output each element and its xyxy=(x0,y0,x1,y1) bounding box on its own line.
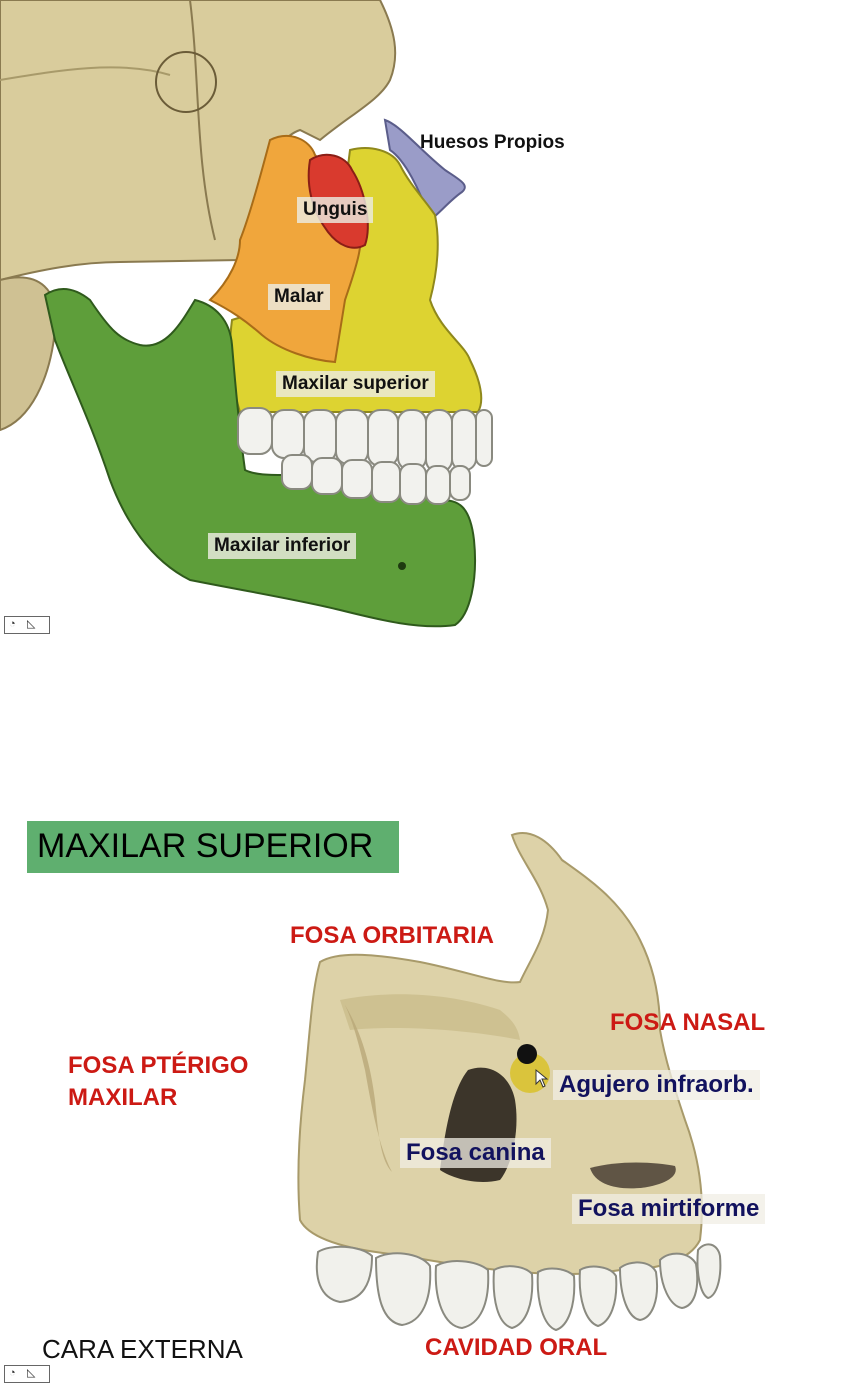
label-unguis: Unguis xyxy=(297,197,373,223)
label-agujero-infraorb: Agujero infraorb. xyxy=(553,1070,760,1100)
slide-control-icon[interactable]: ◔◺ xyxy=(4,616,50,634)
label-cara-externa: CARA EXTERNA xyxy=(42,1334,243,1365)
label-maxilar-inferior: Maxilar inferior xyxy=(208,533,356,559)
maxilar-superior-figure: MAXILAR SUPERIOR FOSA ORBITARIA xyxy=(0,700,850,1388)
label-fosa-canina: Fosa canina xyxy=(400,1138,551,1168)
label-huesos-propios: Huesos Propios xyxy=(420,132,565,154)
mental-foramen xyxy=(398,562,406,570)
maxilla-illustration xyxy=(0,700,850,1388)
label-fosa-mirtiforme: Fosa mirtiforme xyxy=(572,1194,765,1224)
skull-lateral-figure: Huesos Propios Unguis Malar Maxilar supe… xyxy=(0,0,850,640)
label-fosa-nasal: FOSA NASAL xyxy=(610,1007,765,1039)
label-cavidad-oral: CAVIDAD ORAL xyxy=(425,1332,607,1364)
label-fosa-orbitaria: FOSA ORBITARIA xyxy=(290,920,494,952)
agujero-infraorbitario xyxy=(517,1044,537,1064)
label-malar: Malar xyxy=(268,284,330,310)
skull-illustration xyxy=(0,0,850,640)
label-fosa-pterigo: FOSA PTÉRIGO xyxy=(68,1050,248,1082)
label-fosa-pterigo-maxilar: MAXILAR xyxy=(68,1082,177,1114)
label-maxilar-superior: Maxilar superior xyxy=(276,371,435,397)
slide-control-icon[interactable]: ◔◺ xyxy=(4,1365,50,1383)
